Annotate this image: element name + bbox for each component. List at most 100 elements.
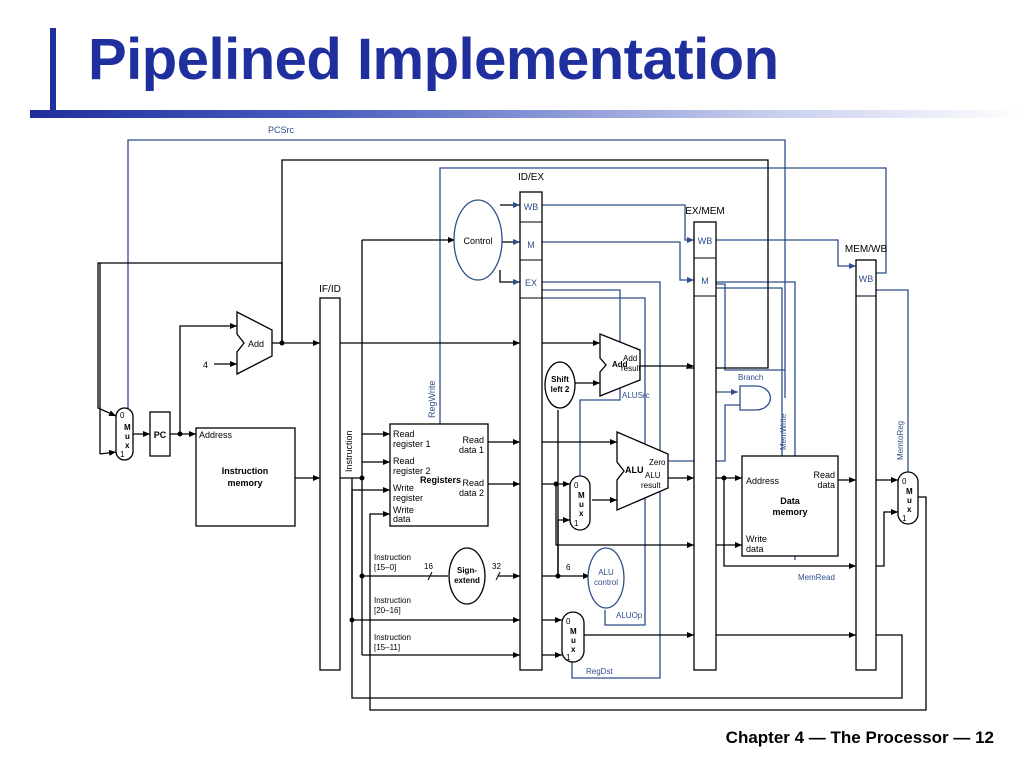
instr-field-20-16-label: Instruction xyxy=(374,596,411,605)
alu-control-label: control xyxy=(594,578,618,587)
instr-field-15-11-label: [15–11] xyxy=(374,643,400,652)
data-memory-label: memory xyxy=(772,507,807,517)
mux-input-0: 0 xyxy=(120,411,125,420)
mux-letter: M xyxy=(906,487,913,496)
branch-and-gate: Branch xyxy=(738,373,771,411)
shift-left-2-unit: Shift left 2 xyxy=(544,361,576,409)
regwrite-signal-label: RegWrite xyxy=(427,381,437,418)
mux-letter: M xyxy=(124,423,131,432)
alusrc-mux: 0 M u x 1 xyxy=(569,475,591,531)
mux-input-1: 1 xyxy=(120,450,125,459)
regdst-signal-label: RegDst xyxy=(586,667,613,676)
datapath-wires xyxy=(97,159,927,711)
pipeline-register-mem-wb: MEM/WB WB xyxy=(845,244,888,671)
register-file: Read register 1 Read register 2 Write re… xyxy=(389,423,489,527)
mux-input-1: 1 xyxy=(574,519,579,528)
mux-input-0: 0 xyxy=(574,481,579,490)
alu-control-label: ALU xyxy=(598,568,614,577)
mux-input-1: 1 xyxy=(566,653,571,662)
alu-control-unit: ALU control xyxy=(587,547,625,609)
shift-left-label: left 2 xyxy=(551,385,570,394)
mux-letter: u xyxy=(571,636,576,645)
instr-field-15-11-label: Instruction xyxy=(374,633,411,642)
read-register-2-label: Read xyxy=(393,456,415,466)
instr-mem-address-label: Address xyxy=(199,430,233,440)
mem-wb-wb-field: WB xyxy=(859,274,874,284)
instr-mem-label-line2: memory xyxy=(227,478,262,488)
alu-result-label: ALU xyxy=(645,471,661,480)
sign-extend-label: Sign- xyxy=(457,566,477,575)
read-data-1-label: data 1 xyxy=(459,445,484,455)
ex-mem-wb-field: WB xyxy=(698,236,713,246)
pipeline-register-if-id: IF/ID xyxy=(319,284,341,671)
pc-label: PC xyxy=(154,430,167,440)
add-result-label: result xyxy=(621,364,641,373)
memwrite-signal-label: MemWrite xyxy=(779,413,788,450)
shift-left-label: Shift xyxy=(551,375,569,384)
mux-letter: x xyxy=(579,509,584,518)
mux-letter: u xyxy=(125,432,130,441)
control-unit: Control xyxy=(453,199,503,281)
read-data-2-label: Read xyxy=(462,478,484,488)
control-signal-lines xyxy=(127,139,909,679)
bus-slash xyxy=(427,571,433,581)
mux-letter: u xyxy=(907,496,912,505)
alu-label: ALU xyxy=(625,465,644,475)
mux-letter: x xyxy=(571,645,576,654)
mux-letter: x xyxy=(907,505,912,514)
data-memory-label: Data xyxy=(780,496,801,506)
read-register-1-label: register 1 xyxy=(393,439,431,449)
title-underline-bar xyxy=(30,110,1024,118)
alusrc-signal-label: ALUSrc xyxy=(622,391,650,400)
branch-signal-label: Branch xyxy=(738,373,763,382)
pc-adder-label: Add xyxy=(248,339,264,349)
pc-register: PC xyxy=(149,411,171,457)
memread-signal-label: MemRead xyxy=(798,573,835,582)
control-label: Control xyxy=(463,236,492,246)
sign-extend-unit: Sign- extend xyxy=(448,547,486,605)
branch-adder-label: Add xyxy=(612,360,628,369)
constant-four: 4 xyxy=(203,360,208,370)
ex-mem-label: EX/MEM xyxy=(685,206,724,217)
page-title: Pipelined Implementation xyxy=(88,27,779,92)
memtoreg-signal-label: MemtoReg xyxy=(896,421,905,460)
pc-adder: Add xyxy=(236,310,273,376)
memtoreg-mux: 0 M u x 1 xyxy=(897,471,919,525)
alu-result-label: result xyxy=(641,481,661,490)
bus-width-16: 16 xyxy=(424,562,433,571)
data-mem-address-label: Address xyxy=(746,476,780,486)
instruction-memory: Address Instruction memory xyxy=(195,427,296,527)
instr-field-15-0-label: Instruction xyxy=(374,553,411,562)
mem-wb-label: MEM/WB xyxy=(845,244,888,255)
pipeline-register-id-ex: ID/EX WB M EX xyxy=(518,172,544,671)
wire-junctions xyxy=(177,340,727,623)
instruction-bus-label: Instruction xyxy=(344,430,354,472)
id-ex-label: ID/EX xyxy=(518,172,544,183)
mux-letter: x xyxy=(125,441,130,450)
instr-field-15-0-label: [15–0] xyxy=(374,563,396,572)
title-accent-bar xyxy=(50,28,56,118)
data-mem-read-label: data xyxy=(817,480,835,490)
write-data-label: data xyxy=(393,514,411,524)
write-register-label: Write xyxy=(393,483,414,493)
add-result-label: Add xyxy=(623,354,637,363)
mux-letter: M xyxy=(570,627,577,636)
read-register-2-label: register 2 xyxy=(393,466,431,476)
mux-letter: u xyxy=(579,500,584,509)
data-mem-write-label: data xyxy=(746,544,764,554)
ex-mem-m-field: M xyxy=(701,276,709,286)
id-ex-wb-field: WB xyxy=(524,202,539,212)
slide-footer: Chapter 4 — The Processor — 12 xyxy=(725,728,994,747)
mux-letter: M xyxy=(578,491,585,500)
read-data-1-label: Read xyxy=(462,435,484,445)
write-data-label: Write xyxy=(393,505,414,515)
read-register-1-label: Read xyxy=(393,429,415,439)
pipeline-register-ex-mem: EX/MEM WB M xyxy=(685,206,725,671)
regdst-mux: 0 M u x 1 xyxy=(561,611,585,663)
mux-input-0: 0 xyxy=(566,617,571,626)
read-data-2-label: data 2 xyxy=(459,488,484,498)
alu: ALU Zero ALU result xyxy=(616,431,669,511)
pcsrc-signal-label: PCSrc xyxy=(268,125,295,135)
bus-width-6: 6 xyxy=(566,563,571,572)
